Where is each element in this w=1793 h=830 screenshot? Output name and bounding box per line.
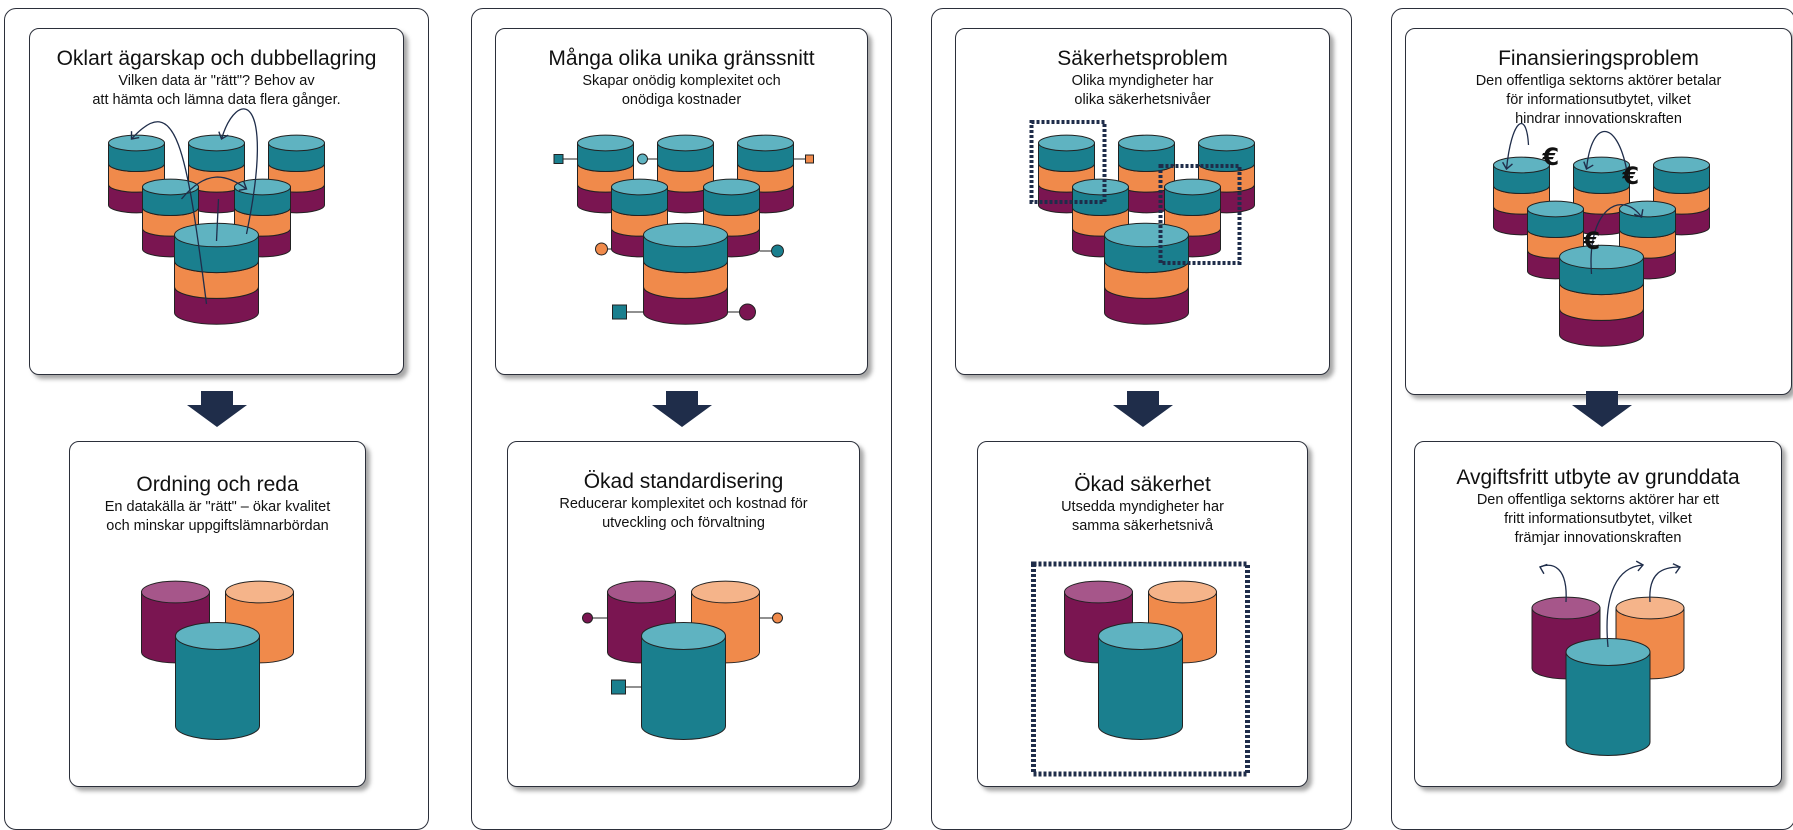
problem-title: Många olika unika gränssnitt [548,47,815,70]
arrowhead-icon [1583,161,1594,171]
connector-arrow [1539,564,1567,603]
down-arrow-icon [652,391,712,427]
arrowhead-icon [1633,209,1644,218]
column-ownership: Oklart ägarskap och dubbellagring Vilken… [4,8,429,830]
column-security: Säkerhetsproblem Olika myndigheter har o… [931,8,1352,830]
interface-circle-icon [739,303,756,321]
arrowhead-icon [238,181,248,192]
database-icon [1573,156,1630,236]
down-arrow-icon [1113,391,1173,427]
problem-subtitle: Olika myndigheter har olika säkerhetsniv… [1071,73,1214,108]
database-cluster-diagram: € € € [1493,123,1710,347]
database-trio-diagram [1531,560,1685,756]
interface-circle-icon [582,612,593,624]
connector-arrow [131,121,208,305]
solution-subtitle: Den offentliga sektorns aktörer har ett … [1476,492,1720,546]
down-arrow-icon [1572,391,1632,427]
problem-title: Finansieringsproblem [1498,47,1699,70]
interface-circle-icon [595,242,608,256]
interface-square-icon [611,679,626,695]
arrowhead-icon [1672,563,1682,574]
connector-arrow [1585,130,1628,170]
euro-icon: € [1583,227,1601,255]
connector-arrow [215,198,220,242]
column-financing: Finansieringsproblem Den offentliga sekt… [1391,8,1793,830]
interface-square-icon [805,154,814,164]
database-cluster-diagram [553,134,814,325]
connector-arrow [1590,204,1643,275]
database-icon-teal [175,622,260,740]
security-boundary [1158,164,1242,265]
security-boundary [1029,120,1107,204]
arrowhead-icon [1538,563,1548,575]
solution-card-security: Ökad säkerhet Utsedda myndigheter har sa… [977,441,1308,787]
database-icon-teal [641,622,726,740]
solution-card-free-exchange: Avgiftsfritt utbyte av grunddata Den off… [1414,441,1782,787]
solution-subtitle: Utsedda myndigheter har samma säkerhetsn… [1061,499,1224,534]
interface-square-icon [553,154,564,164]
database-trio-diagram [582,580,783,740]
database-trio-diagram [141,580,294,740]
problem-subtitle: Den offentliga sektorns aktörer betalar … [1475,73,1722,127]
problem-card-interfaces: Många olika unika gränssnitt Skapar onöd… [495,28,868,375]
solution-title: Ökad standardisering [583,470,784,493]
connector-arrow [1606,564,1644,648]
database-icon [643,222,728,325]
database-icon [1559,244,1644,347]
interface-circle-icon [771,244,784,258]
database-icon [1619,200,1676,280]
connector-arrow [1649,566,1681,603]
problem-subtitle: Skapar onödig komplexitet och onödiga ko… [582,73,781,108]
database-icon [577,134,634,214]
problem-subtitle: Vilken data är "rätt"? Behov av att hämt… [92,73,341,108]
connector-arrow [181,176,247,200]
arrowhead-icon [130,131,140,140]
connector-arrow [220,108,259,235]
euro-icon: € [1542,143,1560,171]
connector-arrow [1505,123,1530,170]
euro-icon: € [1622,162,1640,190]
database-icon [174,222,259,325]
database-icon [1104,222,1189,325]
arrowhead-icon [218,131,229,141]
solution-subtitle: En datakälla är "rätt" – ökar kvalitet o… [104,499,331,534]
security-boundary [1031,561,1250,777]
database-cluster-diagram [1029,120,1255,325]
database-icon-teal [1098,622,1183,740]
database-cluster-diagram [108,108,325,325]
column-interfaces: Många olika unika gränssnitt Skapar onöd… [471,8,892,830]
solution-card-standardization: Ökad standardisering Reducerar komplexit… [507,441,860,787]
problem-card-security: Säkerhetsproblem Olika myndigheter har o… [955,28,1330,375]
down-arrow-icon [187,391,247,427]
database-icon-teal [1565,638,1651,756]
solution-card-order: Ordning och reda En datakälla är "rätt" … [69,441,366,787]
problem-card-financing: Finansieringsproblem Den offentliga sekt… [1405,28,1792,395]
solution-title: Ordning och reda [136,473,299,496]
arrowhead-icon [1502,161,1513,171]
interface-circle-icon [772,612,783,624]
interface-circle-icon [637,153,648,165]
solution-subtitle: Reducerar komplexitet och kostnad för ut… [559,496,808,531]
problem-title: Säkerhetsproblem [1057,47,1228,70]
interface-square-icon [612,304,627,320]
solution-title: Ökad säkerhet [1074,473,1211,496]
arrowhead-icon [1635,560,1645,572]
database-trio-diagram [1031,561,1250,777]
problem-title: Oklart ägarskap och dubbellagring [56,47,377,70]
solution-title: Avgiftsfritt utbyte av grunddata [1456,466,1740,489]
problem-card-ownership: Oklart ägarskap och dubbellagring Vilken… [29,28,404,375]
